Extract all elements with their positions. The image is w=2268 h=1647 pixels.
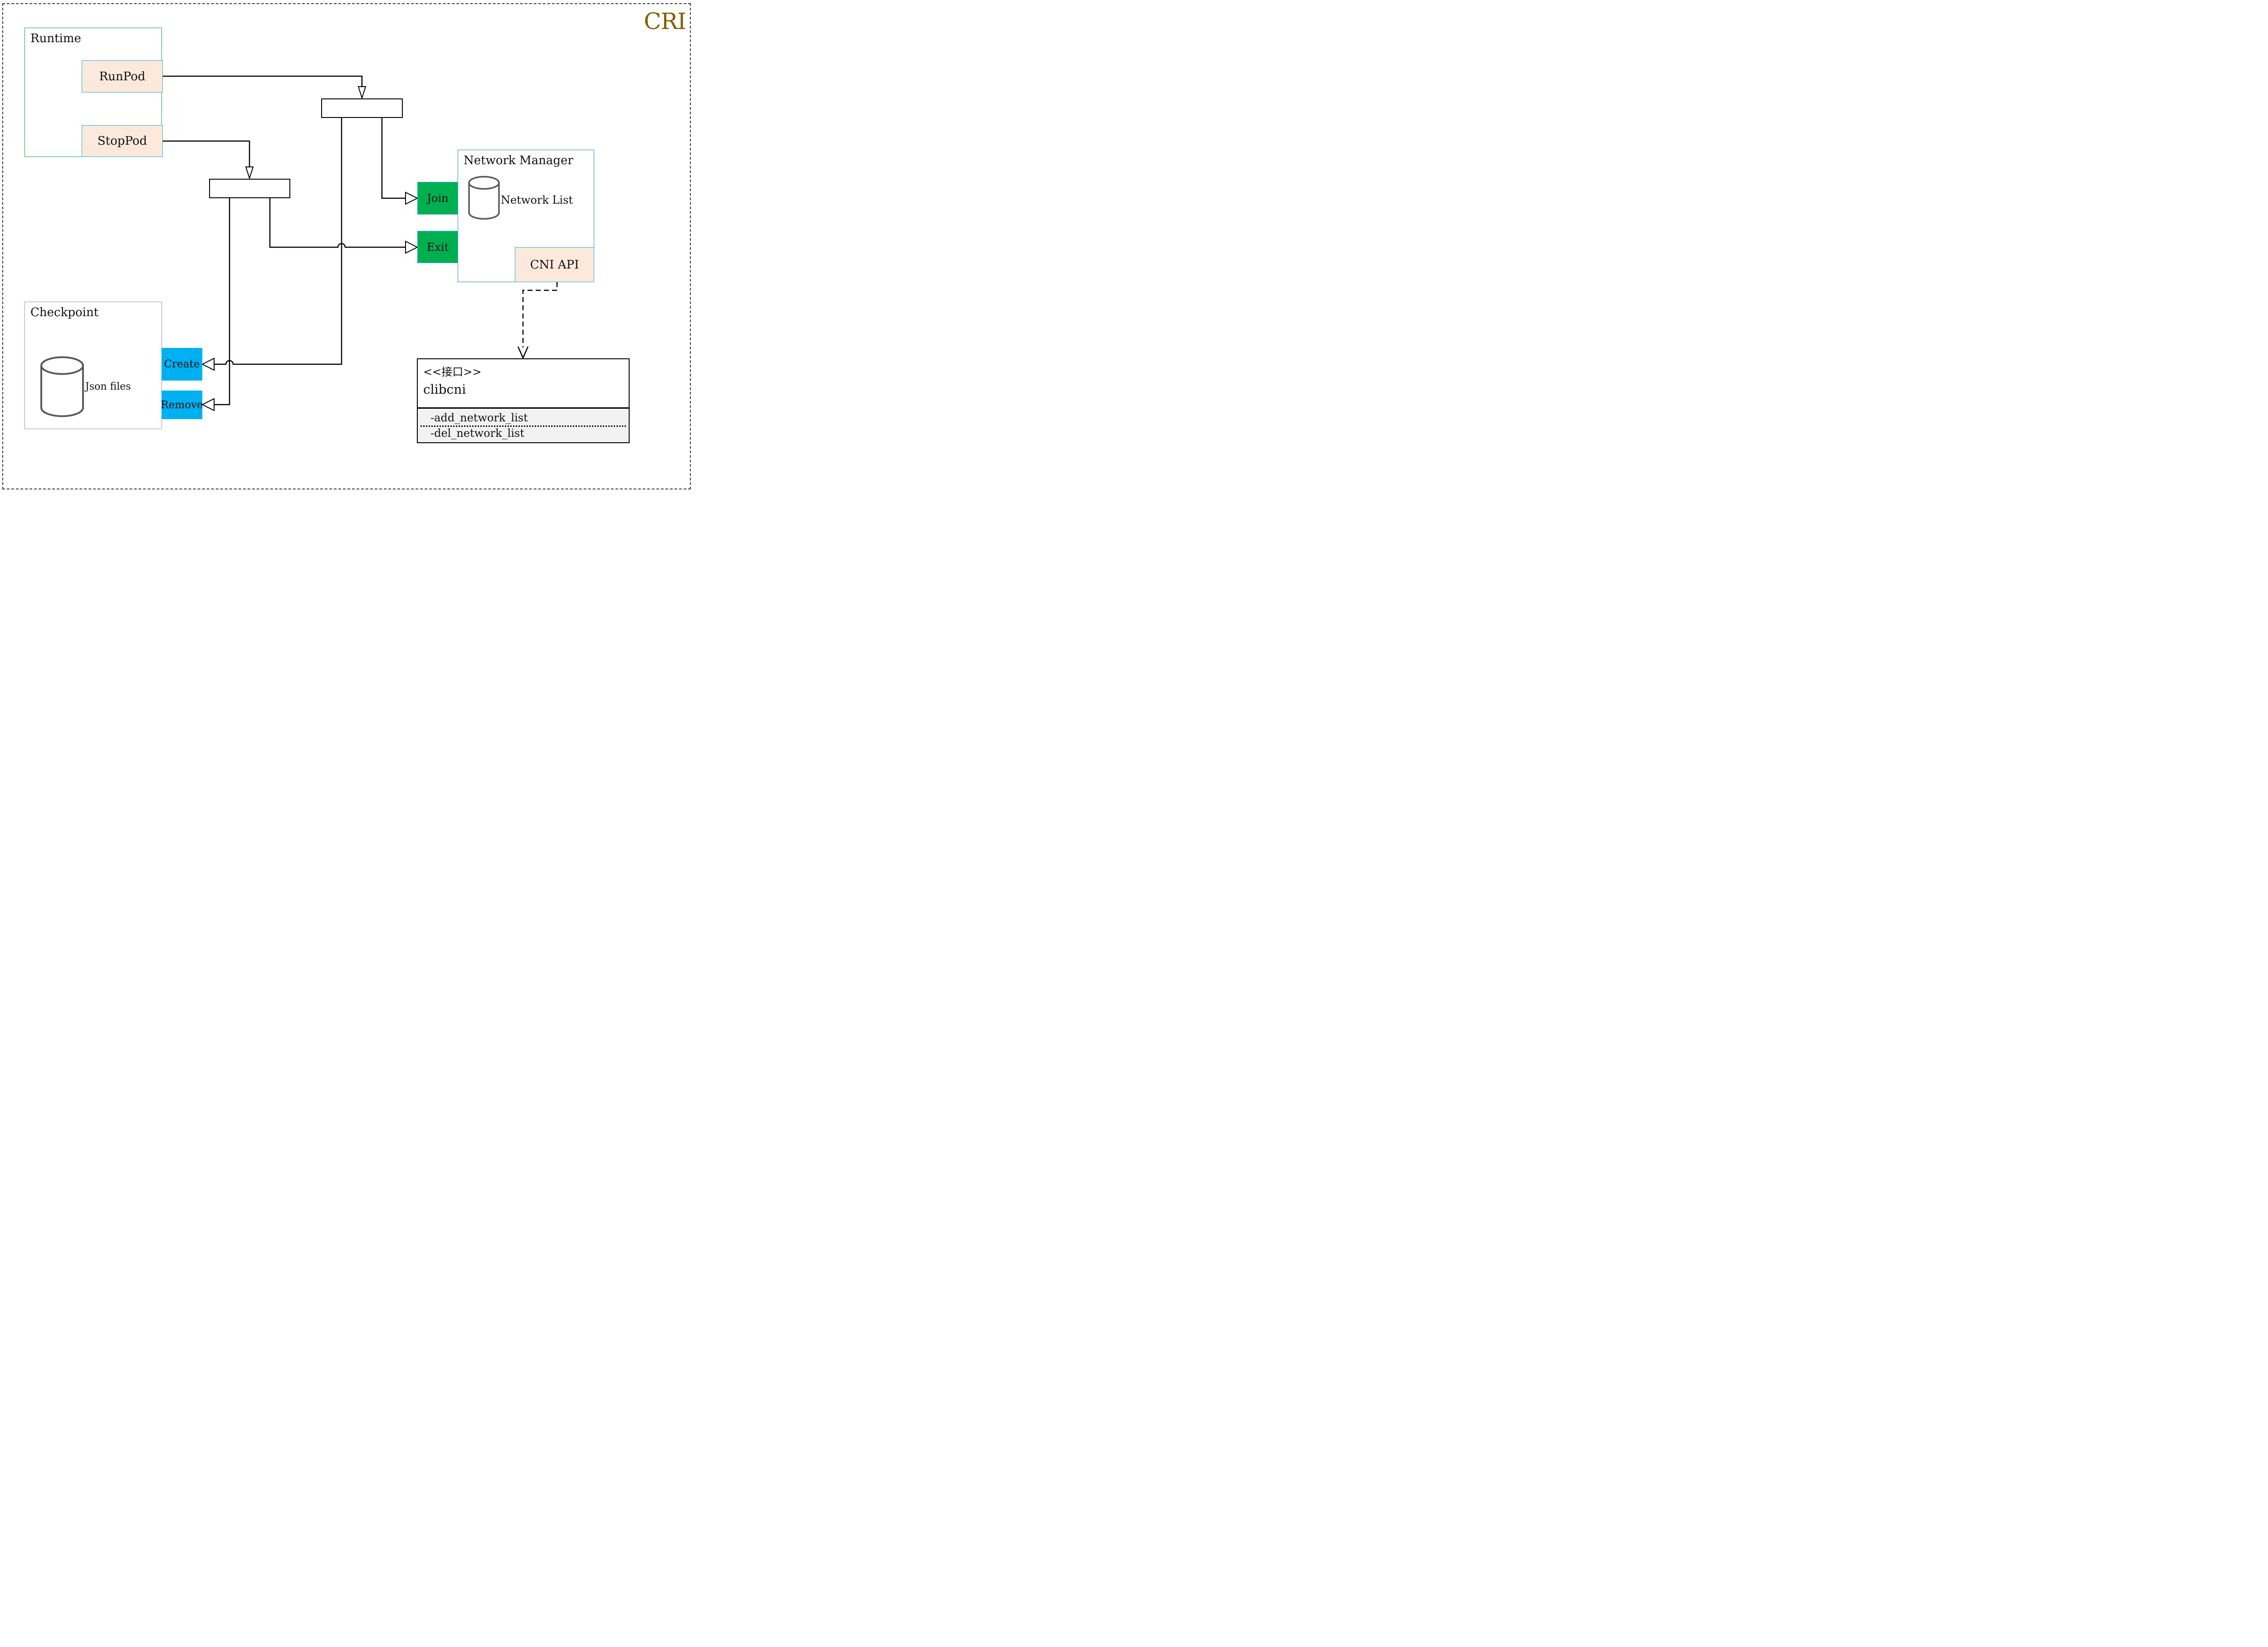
clibcni-method-del: -del_network_list [430,427,524,440]
runpod-node-label: RunPod [99,69,146,83]
join-node: Join [417,182,458,215]
wire-junction2-to-remove [214,198,230,406]
arrowhead-into-create [201,357,215,371]
open-arrowhead-into-clibcni [517,346,529,360]
junction-node-runpod [321,98,403,118]
arrowhead-into-junction2 [245,166,254,180]
clibcni-method-add: -add_network_list [430,411,528,424]
network-manager-box: Network Manager [458,150,594,282]
network-manager-box-label: Network Manager [464,154,573,167]
checkpoint-box: Checkpoint [24,302,162,429]
stoppod-node-label: StopPod [97,134,147,148]
stoppod-node: StopPod [82,125,163,157]
arrowhead-into-remove [201,398,215,411]
network-list-database-icon [468,176,500,220]
clibcni-header: <<接口>> clibcni [418,359,629,407]
clibcni-interface-box: <<接口>> clibcni -add_network_list -del_ne… [417,358,630,443]
exit-node: Exit [417,231,458,263]
checkpoint-box-label: Checkpoint [30,306,99,319]
runpod-node: RunPod [82,60,163,93]
runtime-box-label: Runtime [30,32,81,45]
cni-api-node-label: CNI API [530,258,579,272]
wire-junction1-to-join [381,118,406,199]
remove-node-label: Remove [161,399,203,411]
diagram-title: CRI [644,8,686,34]
join-node-label: Join [427,192,449,205]
clibcni-name: clibcni [423,382,466,397]
clibcni-stereotype: <<接口>> [423,366,482,378]
wire-junction2-to-exit [269,198,406,248]
connector-layer [40,75,558,417]
wire-stoppod-to-junction2 [163,140,250,167]
clibcni-method-divider [420,425,626,427]
arrowhead-into-exit [405,240,419,254]
create-node-label: Create [164,358,200,370]
diagram-outer-border [2,3,691,489]
wire-cniapi-to-clibcni-dashed [522,282,558,347]
arrowhead-into-junction1 [357,86,367,100]
json-files-database-icon [40,356,84,417]
create-node: Create [161,348,202,381]
json-files-label: Json files [85,381,131,392]
runtime-box: Runtime [24,28,162,157]
wire-junction1-to-create [214,118,342,365]
remove-node: Remove [161,391,203,419]
clibcni-methods-section: -add_network_list -del_network_list [418,407,629,442]
cri-architecture-diagram: CRI [0,0,703,494]
arrowhead-into-join [405,191,419,205]
exit-node-label: Exit [426,240,449,254]
cni-api-node: CNI API [515,247,594,282]
network-list-label: Network List [501,194,573,206]
junction-node-stoppod [209,179,290,198]
wire-runpod-to-junction1 [163,75,363,87]
